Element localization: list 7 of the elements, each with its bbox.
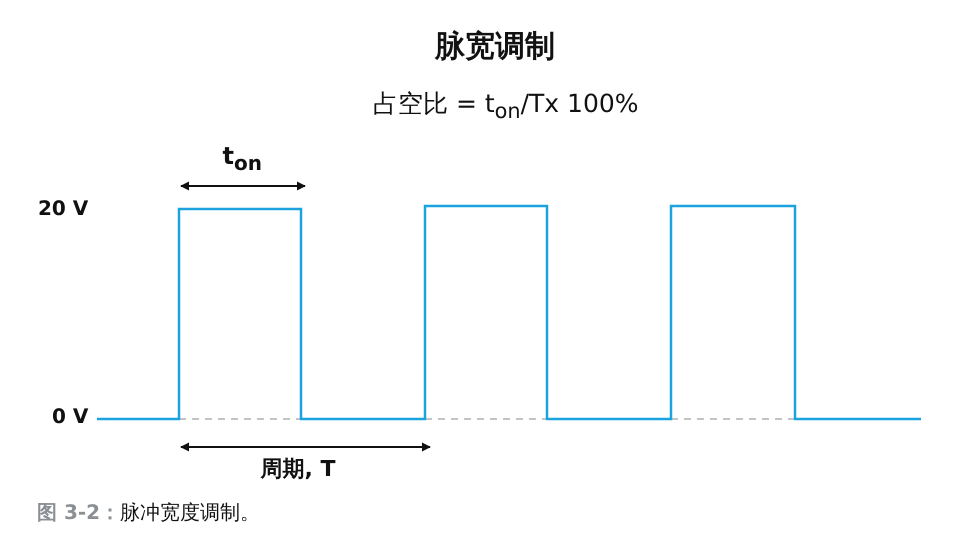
caption: 图 3-2：脉冲宽度调制。 xyxy=(37,501,260,523)
formula: 占空比 = t$_{on}$/Tx 100% xyxy=(373,90,639,122)
dimension-label: 周期, T xyxy=(260,458,336,482)
axis-label: 0 V xyxy=(52,405,88,427)
axis-label: 20 V xyxy=(38,197,88,219)
title: 脉宽调制 xyxy=(435,30,555,62)
dimension-label: t$_{on}$ xyxy=(222,142,262,174)
